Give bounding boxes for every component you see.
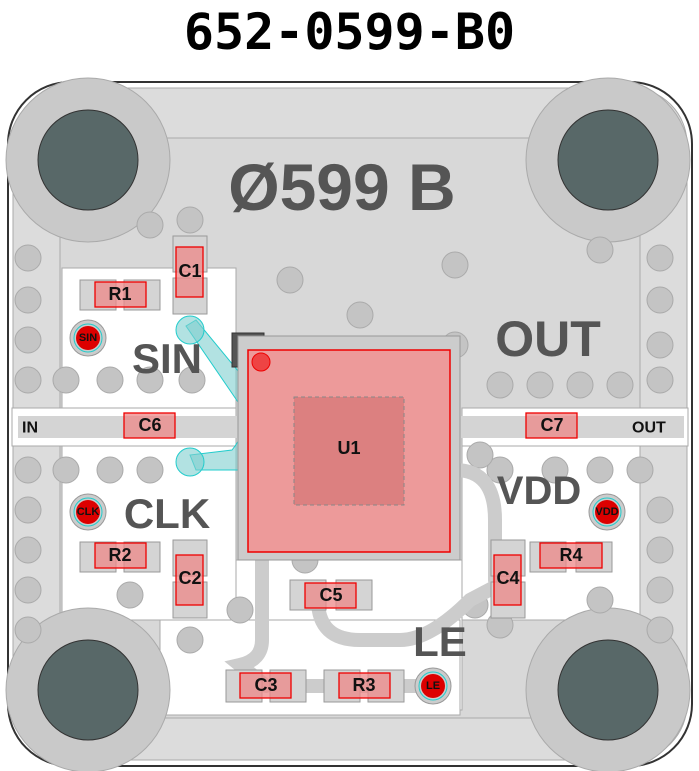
c1-label: C1 xyxy=(178,261,201,281)
via-icon xyxy=(52,456,80,484)
via-icon xyxy=(486,456,514,484)
via-icon xyxy=(176,626,204,654)
silk-sin: SIN xyxy=(132,335,202,382)
via-icon xyxy=(226,596,254,624)
via-icon xyxy=(276,266,304,294)
tp-sin-label: SIN xyxy=(79,332,97,344)
via-icon xyxy=(14,456,42,484)
component-c5[interactable]: C5 xyxy=(304,582,357,609)
tp-le-label: LE xyxy=(426,680,440,692)
via-icon xyxy=(346,301,374,329)
via-icon xyxy=(586,236,614,264)
connector-out[interactable]: OUT xyxy=(632,420,666,437)
component-r2[interactable]: R2 xyxy=(94,542,147,569)
component-c2[interactable]: C2 xyxy=(175,554,204,606)
silk-out: OUT xyxy=(495,311,601,367)
silk-vdd: VDD xyxy=(497,469,581,513)
via-icon xyxy=(178,366,206,394)
via-icon xyxy=(136,211,164,239)
via-icon xyxy=(14,244,42,272)
via-icon xyxy=(176,206,204,234)
component-r3[interactable]: R3 xyxy=(338,672,391,699)
via-icon xyxy=(96,366,124,394)
tp-vdd-label: VDD xyxy=(595,506,618,518)
part-marking: Ø599 B xyxy=(228,150,455,224)
via-icon xyxy=(586,456,614,484)
via-icon xyxy=(526,371,554,399)
via-icon xyxy=(14,326,42,354)
component-c1[interactable]: C1 xyxy=(175,246,204,298)
via-icon xyxy=(116,581,144,609)
component-c6[interactable]: C6 xyxy=(123,412,176,439)
mount-hole-icon xyxy=(557,109,659,211)
component-c7[interactable]: C7 xyxy=(525,412,578,439)
test-point-sin[interactable]: SIN xyxy=(69,319,107,357)
via-icon xyxy=(646,286,674,314)
test-point-clk[interactable]: CLK xyxy=(69,493,107,531)
via-icon xyxy=(626,456,654,484)
u1-label: U1 xyxy=(337,438,360,458)
via-icon xyxy=(14,616,42,644)
via-icon xyxy=(646,616,674,644)
test-point-vdd[interactable]: VDD xyxy=(588,493,626,531)
via-icon xyxy=(52,366,80,394)
via-icon xyxy=(466,441,494,469)
c7-label: C7 xyxy=(540,415,563,435)
silk-le: LE xyxy=(413,618,467,665)
via-icon xyxy=(646,536,674,564)
via-icon xyxy=(96,456,124,484)
component-r1[interactable]: R1 xyxy=(94,281,147,308)
mount-hole-icon xyxy=(37,109,139,211)
c6-label: C6 xyxy=(138,415,161,435)
u1-component[interactable]: U1 xyxy=(237,335,461,561)
via-icon xyxy=(441,251,469,279)
board-title: 652-0599-B0 xyxy=(183,3,516,61)
component-r4[interactable]: R4 xyxy=(539,542,603,569)
via-icon xyxy=(14,576,42,604)
r3-label: R3 xyxy=(352,675,375,695)
via-icon xyxy=(606,371,634,399)
via-icon xyxy=(136,366,164,394)
c5-label: C5 xyxy=(319,585,342,605)
via-icon xyxy=(586,586,614,614)
test-point-le[interactable]: LE xyxy=(414,667,452,705)
via-icon xyxy=(541,456,569,484)
via-icon xyxy=(646,244,674,272)
via-icon xyxy=(646,576,674,604)
connector-in[interactable]: IN xyxy=(22,420,38,437)
r1-label: R1 xyxy=(108,284,131,304)
via-icon xyxy=(136,456,164,484)
via-icon xyxy=(14,536,42,564)
via-icon xyxy=(646,366,674,394)
via-icon xyxy=(14,366,42,394)
mounting-holes xyxy=(5,77,691,771)
via-icon xyxy=(486,371,514,399)
silk-clk: CLK xyxy=(124,490,210,537)
mount-hole-icon xyxy=(37,639,139,741)
c4-label: C4 xyxy=(496,568,519,588)
via-icon xyxy=(566,371,594,399)
component-c4[interactable]: C4 xyxy=(493,554,522,606)
via-icon xyxy=(14,286,42,314)
r4-label: R4 xyxy=(559,545,582,565)
c3-label: C3 xyxy=(254,675,277,695)
mount-hole-icon xyxy=(557,639,659,741)
via-icon xyxy=(14,496,42,524)
r2-label: R2 xyxy=(108,545,131,565)
tp-clk-label: CLK xyxy=(77,506,100,518)
c2-label: C2 xyxy=(178,568,201,588)
via-icon xyxy=(646,331,674,359)
component-c3[interactable]: C3 xyxy=(239,672,292,699)
via-icon xyxy=(646,496,674,524)
